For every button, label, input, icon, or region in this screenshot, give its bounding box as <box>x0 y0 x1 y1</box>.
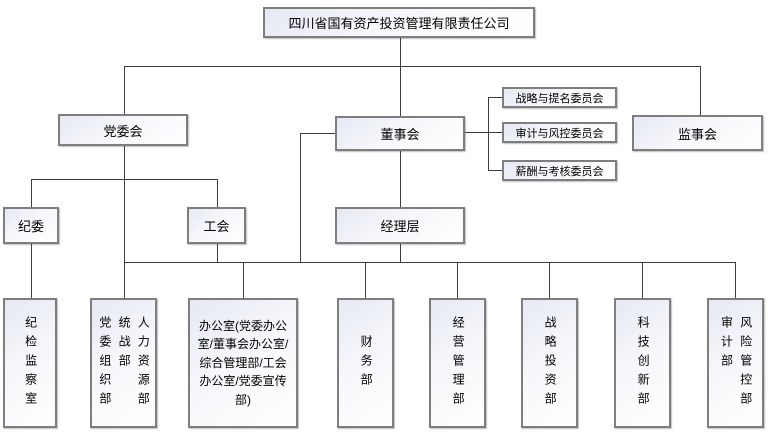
connector-to-party-committee <box>124 66 125 114</box>
node-label: 审计部 <box>719 315 734 373</box>
node-label: 薪酬与考核委员会 <box>515 165 604 178</box>
node-finance-dept: 财务部 <box>337 298 394 428</box>
node-board-of-directors: 董事会 <box>335 116 465 151</box>
node-label: 党委会 <box>103 123 143 139</box>
node-root-company: 四川省国有资产投资管理有限责任公司 <box>263 7 535 38</box>
vertical-label-group: 财务部 <box>359 334 374 392</box>
connector-party-down <box>124 146 125 298</box>
node-label: 办公室(党委办公室/董事会办公室/综合管理部/工会办公室/党委宣传部) <box>197 318 289 407</box>
node-label: 风险管控部 <box>738 315 753 411</box>
node-label: 四川省国有资产投资管理有限责任公司 <box>288 16 510 31</box>
node-label: 纪检监察室 <box>23 315 38 411</box>
node-label: 科技创新部 <box>636 315 651 411</box>
connector-to-committee-3 <box>488 170 502 171</box>
node-management-level: 经理层 <box>335 207 465 244</box>
node-label: 统战部 <box>117 315 132 373</box>
vertical-label-group: 科技创新部 <box>636 315 651 411</box>
node-label: 审计与风控委员会 <box>515 127 604 140</box>
connector-to-tech-innovation <box>642 262 643 298</box>
connector-union-down <box>217 244 218 262</box>
node-label: 纪委 <box>17 219 44 234</box>
node-audit-riskcontrol-committee: 审计与风控委员会 <box>502 122 617 143</box>
node-label: 工会 <box>203 219 230 234</box>
node-general-office: 办公室(党委办公室/董事会办公室/综合管理部/工会办公室/党委宣传部) <box>188 298 298 428</box>
connector-to-audit-risk <box>735 262 736 298</box>
node-discipline-committee: 纪委 <box>3 207 59 244</box>
connector-board-left-down <box>300 133 301 262</box>
node-compensation-assessment-committee: 薪酬与考核委员会 <box>502 160 617 181</box>
vertical-label-group: 审计部 风险管控部 <box>719 315 753 411</box>
connector-to-board <box>400 66 401 116</box>
node-audit-risk-dept: 审计部 风险管控部 <box>707 298 764 428</box>
node-label: 战略与提名委员会 <box>515 92 604 105</box>
node-label: 经理层 <box>380 219 420 234</box>
node-label: 监事会 <box>677 126 717 142</box>
connector-board-to-management <box>400 151 401 207</box>
connector-to-operations <box>457 262 458 298</box>
connector-departments-rail <box>124 262 736 263</box>
node-party-committee: 党委会 <box>58 114 188 146</box>
node-strategy-nomination-committee: 战略与提名委员会 <box>502 87 617 108</box>
vertical-label-group: 经营管理部 <box>451 315 466 411</box>
connector-to-strategic-investment <box>549 262 550 298</box>
node-label: 财务部 <box>359 334 374 392</box>
node-label: 人力资源部 <box>136 315 151 411</box>
node-tech-innovation-dept: 科技创新部 <box>614 298 671 428</box>
connector-management-down <box>400 244 401 262</box>
connector-to-jiwei <box>31 179 32 207</box>
node-discipline-inspection-office: 纪检监察室 <box>3 298 57 428</box>
node-label: 党委组织部 <box>97 315 112 411</box>
connector-to-general-office <box>243 262 244 298</box>
node-label: 董事会 <box>380 127 420 142</box>
vertical-label-group: 党委组织部 统战部 人力资源部 <box>98 316 150 411</box>
node-operations-management-dept: 经营管理部 <box>429 298 486 428</box>
connector-to-finance <box>365 262 366 298</box>
vertical-label-group: 纪检监察室 <box>23 315 38 411</box>
vertical-label-group: 战略投资部 <box>543 315 558 411</box>
connector-to-committee-1 <box>488 97 502 98</box>
connector-committees-rail <box>488 97 489 171</box>
connector-board-right <box>465 132 502 133</box>
node-party-org-united-front-hr: 党委组织部 统战部 人力资源部 <box>90 298 157 428</box>
connector-party-children-rail <box>31 179 217 180</box>
connector-to-supervisory <box>700 66 701 115</box>
connector-level2-rail <box>124 66 701 67</box>
node-label: 经营管理部 <box>451 315 466 411</box>
node-strategic-investment-dept: 战略投资部 <box>521 298 578 428</box>
node-labor-union: 工会 <box>187 207 246 244</box>
connector-root-down <box>400 38 401 66</box>
connector-board-left <box>300 133 335 134</box>
connector-to-union <box>217 179 218 207</box>
node-label: 战略投资部 <box>543 315 558 411</box>
connector-jiwei-down <box>31 244 32 298</box>
node-supervisory-board: 监事会 <box>632 115 763 151</box>
